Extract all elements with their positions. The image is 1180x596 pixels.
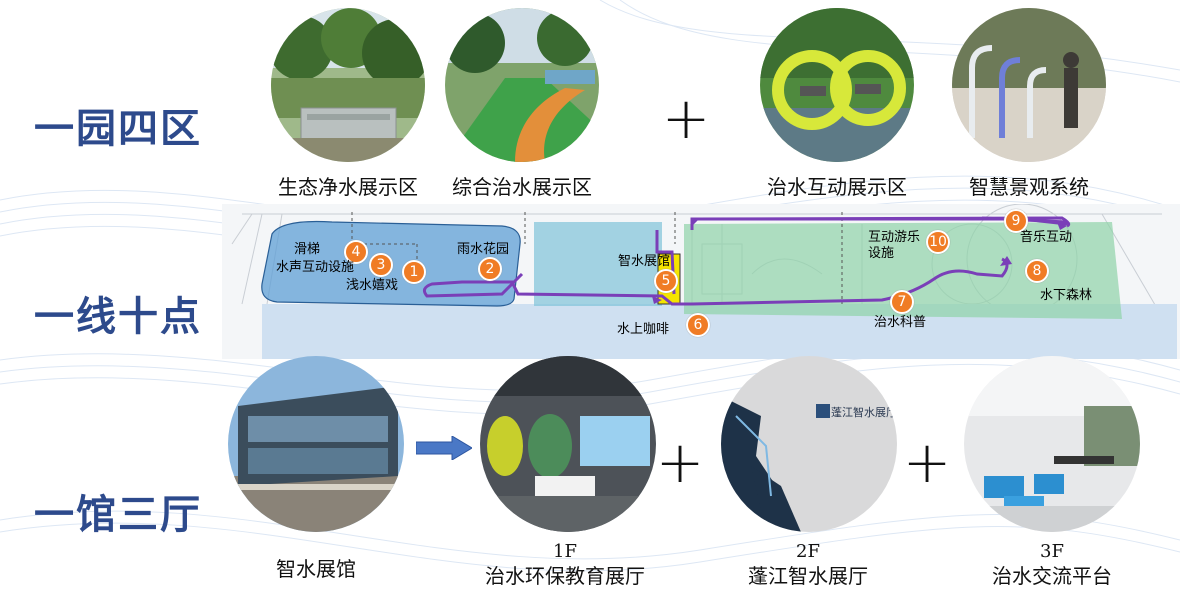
map-label-slide: 滑梯 xyxy=(294,242,321,257)
caption-smart-landscape-system: 智慧景观系统 xyxy=(969,175,1089,199)
map-label-play-facility: 互动游乐设施 xyxy=(868,230,921,261)
map-point-8[interactable]: 8 xyxy=(1025,259,1049,283)
zone-integrated-water xyxy=(534,222,662,306)
map-point-9[interactable]: 9 xyxy=(1004,209,1028,233)
wetland-photo xyxy=(271,8,425,162)
map-point-4[interactable]: 4 xyxy=(344,240,368,264)
caption-pavilion: 智水展馆 xyxy=(276,557,356,581)
map-label-pavilion: 智水展馆 xyxy=(618,254,671,269)
caption-smart-water-hall: 蓬江智水展厅 xyxy=(748,564,868,588)
map-label-music: 音乐互动 xyxy=(1020,230,1073,245)
plus-sign-row3-b: + xyxy=(902,428,952,496)
caption-integrated-water-zone: 综合治水展示区 xyxy=(452,175,592,199)
section-title-hall: 一馆三厅 xyxy=(34,492,202,538)
caption-exchange-platform: 治水交流平台 xyxy=(992,564,1112,588)
map-label-shallow-play: 浅水嬉戏 xyxy=(346,278,399,293)
interactive-wheels-photo xyxy=(760,8,914,162)
smart-water-hall-photo: 蓬江智水展厅 xyxy=(721,356,897,532)
section-title-route: 一线十点 xyxy=(34,294,202,340)
map-point-2[interactable]: 2 xyxy=(478,257,502,281)
garden-path-photo xyxy=(445,8,599,162)
blue-arrow-right xyxy=(416,436,472,460)
map-point-5[interactable]: 5 xyxy=(654,269,678,293)
map-point-10[interactable]: 10 xyxy=(926,230,950,254)
zone-water-interaction xyxy=(684,222,1122,319)
map-label-water-cafe: 水上咖啡 xyxy=(617,322,670,337)
park-route-map: 1 2 3 4 5 6 7 8 9 10 滑梯 水声互动设施 浅水嬉戏 雨水花园… xyxy=(222,204,1180,359)
map-point-7[interactable]: 7 xyxy=(890,290,914,314)
section-title-park: 一园四区 xyxy=(34,106,202,152)
map-label-water-sound: 水声互动设施 xyxy=(276,260,355,275)
map-point-3[interactable]: 3 xyxy=(369,253,393,277)
plus-sign-row3-a: + xyxy=(655,428,705,496)
education-hall-photo xyxy=(480,356,656,532)
map-point-6[interactable]: 6 xyxy=(686,313,710,337)
map-label-underwater-forest: 水下森林 xyxy=(1040,288,1093,303)
map-label-science: 治水科普 xyxy=(874,315,927,330)
map-point-1[interactable]: 1 xyxy=(402,260,426,284)
smart-arches-photo xyxy=(952,8,1106,162)
tour-route-line xyxy=(422,216,1068,306)
caption-eco-purification-zone: 生态净水展示区 xyxy=(278,175,418,199)
hall-sign-text: 蓬江智水展厅 xyxy=(831,405,897,419)
floor-label-2f: 2F xyxy=(796,541,820,562)
caption-water-interaction-zone: 治水互动展示区 xyxy=(767,175,907,199)
caption-education-hall: 治水环保教育展厅 xyxy=(485,564,645,588)
exchange-platform-photo xyxy=(964,356,1140,532)
map-label-rain-garden: 雨水花园 xyxy=(457,242,510,257)
plus-sign-row1: + xyxy=(661,84,711,152)
pavilion-building-photo xyxy=(228,356,404,532)
floor-label-3f: 3F xyxy=(1040,541,1064,562)
floor-label-1f: 1F xyxy=(553,541,577,562)
